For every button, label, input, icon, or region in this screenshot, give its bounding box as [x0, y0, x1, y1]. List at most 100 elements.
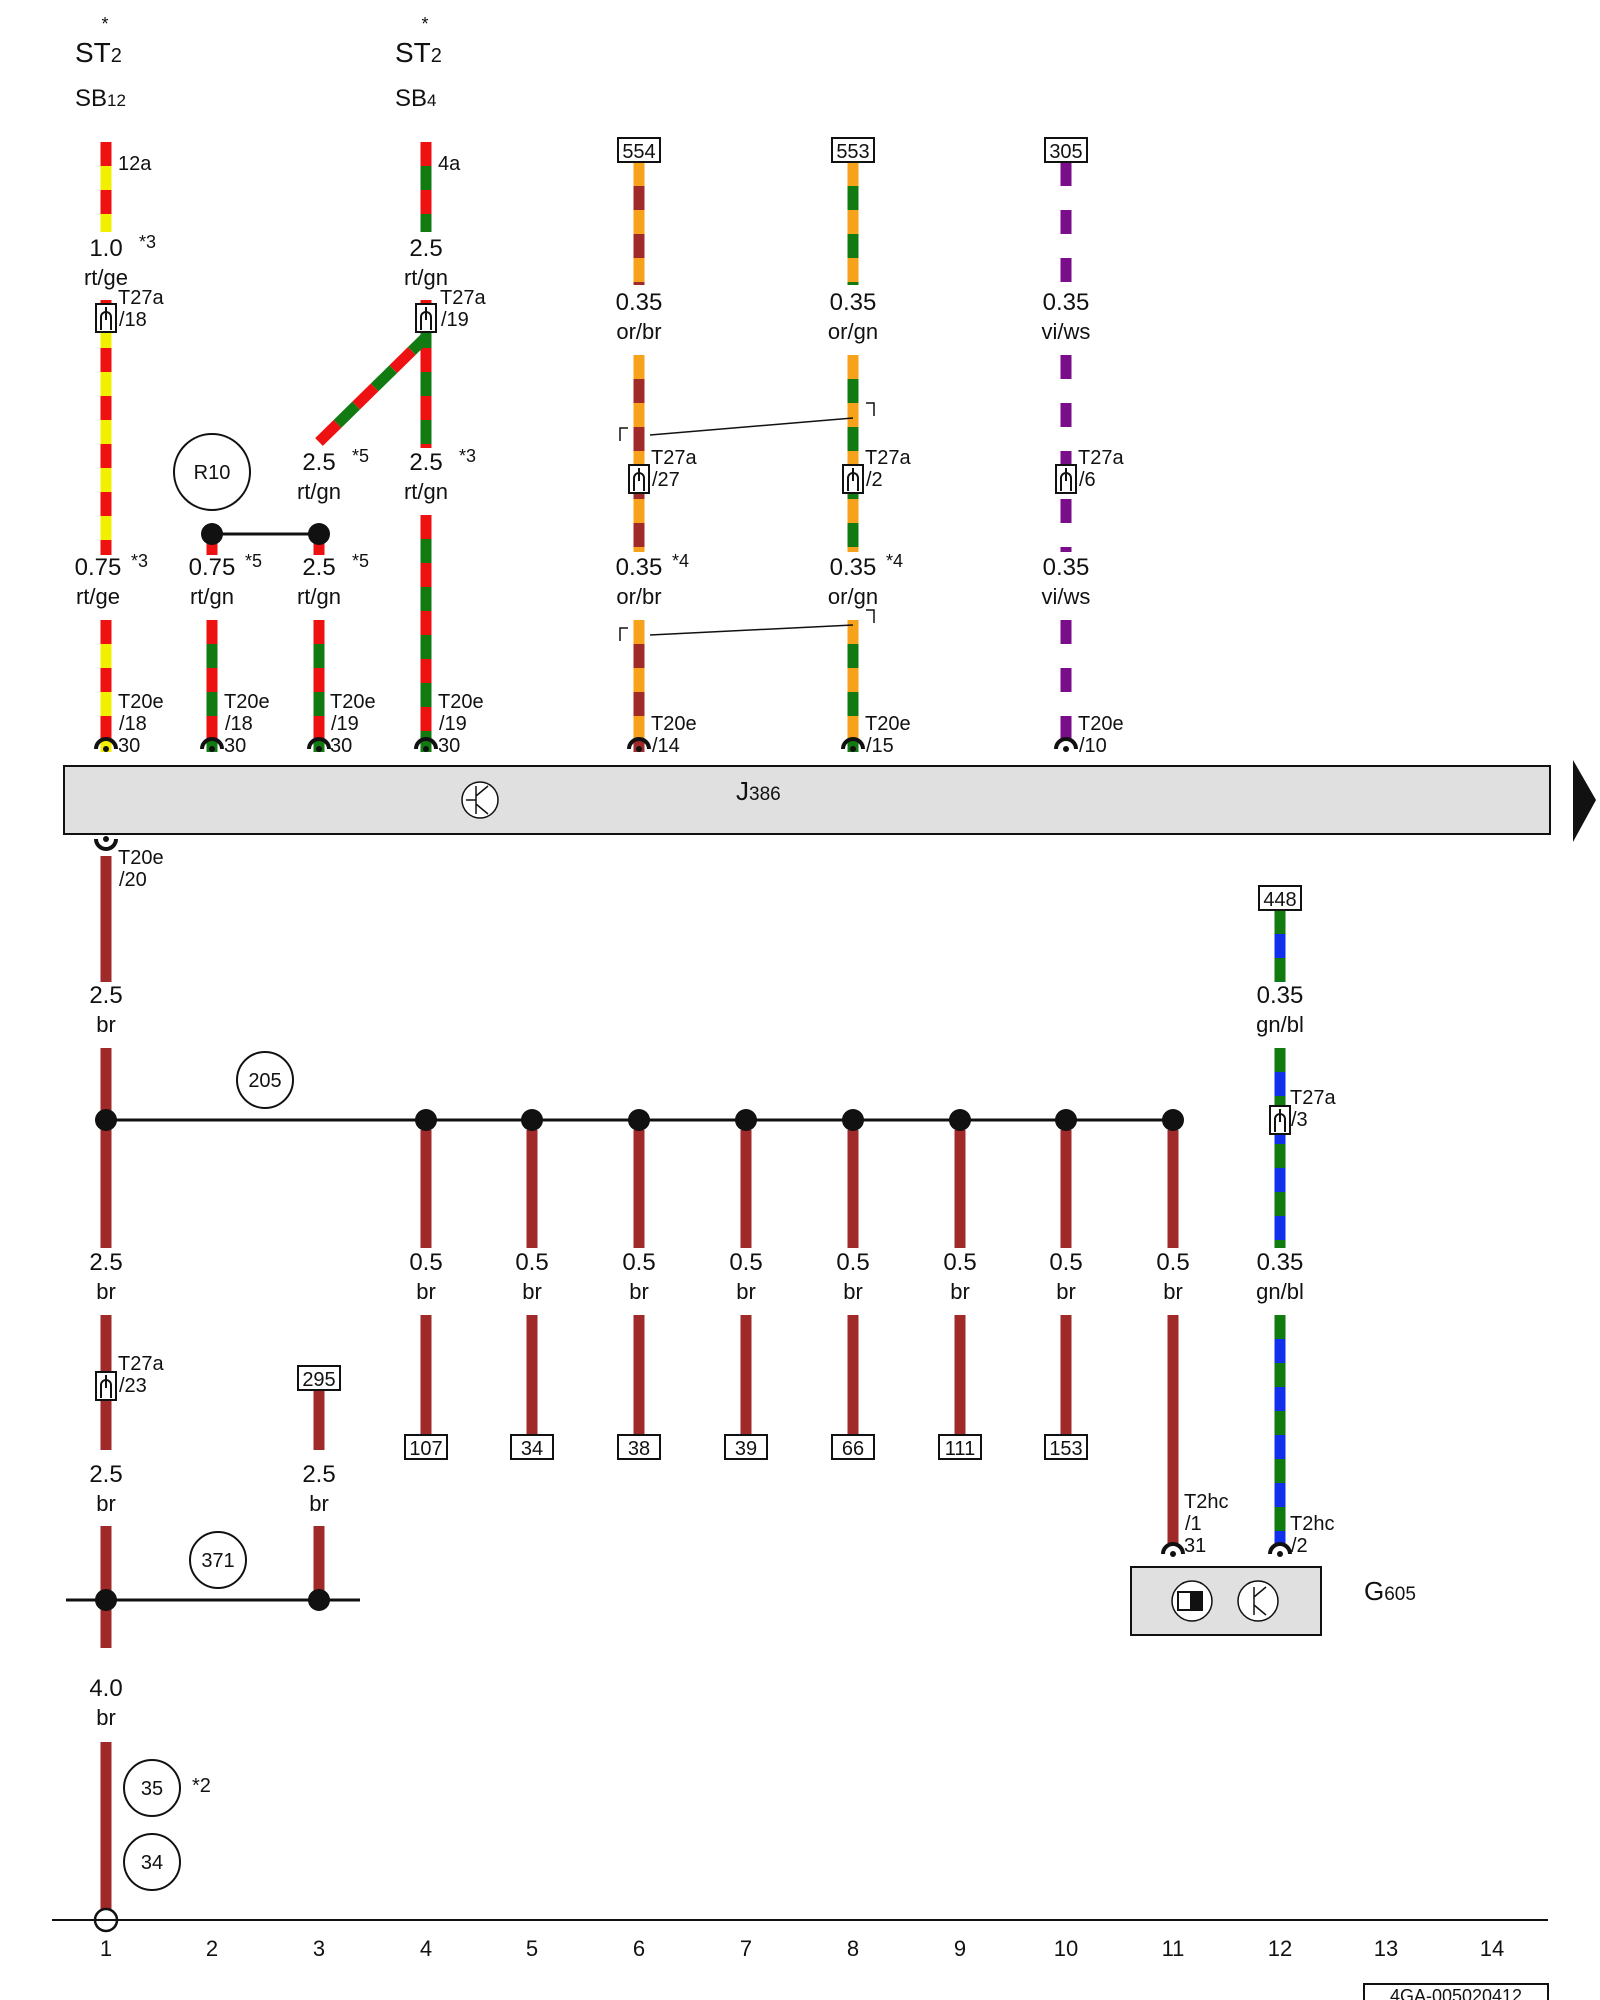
- scale-number-3: 3: [313, 1936, 325, 1961]
- dot-205-0: [415, 1109, 437, 1131]
- wl-br05-3-color: br: [736, 1279, 756, 1304]
- wl-gnd-4-size: 4.0: [89, 1675, 122, 1702]
- wl-c3-gnd-size: 2.5: [302, 1461, 335, 1488]
- ref-107-box: [404, 1434, 448, 1460]
- c-sig-2-name: T27a: [1078, 447, 1124, 469]
- wl-sig-mid-0-note: *4: [672, 551, 689, 571]
- ref-305-box: [1044, 137, 1088, 163]
- wl-sig-top-1-size: 0.35: [830, 289, 877, 316]
- scale-number-8: 8: [847, 1936, 859, 1961]
- wl-br05-4-size: 0.5: [836, 1249, 869, 1276]
- circle-r10-circle: [173, 433, 251, 511]
- wl-c3-top-note: *5: [352, 446, 369, 466]
- wl-c4-mid-note: *3: [459, 446, 476, 466]
- ref-34-label: 34: [521, 1438, 543, 1460]
- pin-sig-2-pt: [1063, 746, 1069, 752]
- wl-c2-color: rt/gn: [190, 584, 234, 609]
- pin-c3-arc: [307, 737, 331, 750]
- wl-br05-3-size: 0.5: [729, 1249, 762, 1276]
- ref-38-box: [617, 1434, 661, 1460]
- wl-c1-mid-color: rt/ge: [76, 584, 120, 609]
- c-t2hc-1-pin: /1: [1185, 1513, 1202, 1535]
- twist-corner-b: [866, 402, 875, 416]
- wl-sig-top-2-size: 0.35: [1043, 289, 1090, 316]
- ref-38-label: 38: [628, 1438, 650, 1460]
- twist-line: [649, 417, 854, 436]
- wl-sig-top-0-size: 0.35: [616, 289, 663, 316]
- ref-553-label: 553: [836, 141, 869, 163]
- wl-c4-top-color: rt/gn: [404, 265, 448, 290]
- wl-c12-mid-color: gn/bl: [1256, 1279, 1304, 1304]
- circle-r10-label: R10: [194, 462, 231, 484]
- twist-corner-b: [866, 609, 875, 623]
- c-sig-t20e-1-pin: /15: [866, 735, 894, 757]
- pin-gnd-j386-pt: [103, 836, 109, 842]
- pin-c4-pt: [423, 746, 429, 752]
- c-t2hc-1-name: T2hc: [1184, 1491, 1228, 1513]
- wl-sig-mid-1-color: or/gn: [828, 584, 878, 609]
- scale-number-1: 1: [100, 1936, 112, 1961]
- pin-t2hc-1-arc: [1161, 1542, 1185, 1555]
- c-t20e-1-term: 30: [118, 735, 140, 757]
- scale-number-9: 9: [954, 1936, 966, 1961]
- pin-sig-1-pt: [850, 746, 856, 752]
- scale-number-6: 6: [633, 1936, 645, 1961]
- ref-66-box: [831, 1434, 875, 1460]
- wl-c3-size: 2.5: [302, 554, 335, 581]
- wl-br05-6-size: 0.5: [1049, 1249, 1082, 1276]
- sensor-b-e: [1253, 1604, 1267, 1616]
- twist-line: [649, 624, 854, 636]
- ref-305-label: 305: [1049, 141, 1082, 163]
- c-t20e-3-name: T20e: [330, 691, 376, 713]
- circle-205-circle: [236, 1051, 294, 1109]
- c-t20e-2-name: T20e: [224, 691, 270, 713]
- c-t2hc-2-pin: /2: [1291, 1535, 1308, 1557]
- wl-sig-mid-1-note: *4: [886, 551, 903, 571]
- dot-205-4: [842, 1109, 864, 1131]
- wl-sig-top-1-color: or/gn: [828, 319, 878, 344]
- wl-c3-note: *5: [352, 551, 369, 571]
- sensor-g605: [1130, 1566, 1322, 1636]
- st2-sb12-st: ST2: [75, 37, 122, 68]
- terminal-12a: 12a: [118, 153, 152, 175]
- c-sig-0-pin: /27: [652, 469, 680, 491]
- c-t20e-2-term: 30: [224, 735, 246, 757]
- scale-number-7: 7: [740, 1936, 752, 1961]
- circle-371-circle: [189, 1531, 247, 1589]
- wl-sig-mid-1-size: 0.35: [830, 554, 877, 581]
- sensor-symbol-b: [1237, 1580, 1279, 1622]
- pin-gnd-j386-arc: [94, 838, 118, 851]
- wl-sig-mid-0-size: 0.35: [616, 554, 663, 581]
- ref-295-box: [297, 1365, 341, 1391]
- c-sig-t20e-2-name: T20e: [1078, 713, 1124, 735]
- c-sig-t20e-1-name: T20e: [865, 713, 911, 735]
- scale-number-10: 10: [1054, 1936, 1078, 1961]
- wl-c12-top-color: gn/bl: [1256, 1012, 1304, 1037]
- wl-c4-mid-size: 2.5: [409, 449, 442, 476]
- ref-448-label: 448: [1263, 889, 1296, 911]
- ref-153-box: [1044, 1434, 1088, 1460]
- c-t27a-18-name: T27a: [118, 287, 164, 309]
- c-t27a-19-pin: /19: [441, 309, 469, 331]
- wl-c2-note: *5: [245, 551, 262, 571]
- c-sig-t20e-2-pin: /10: [1079, 735, 1107, 757]
- c-t20e-1-pin: /18: [119, 713, 147, 735]
- wl-c12-top-size: 0.35: [1257, 982, 1304, 1009]
- wl-c3-top-size: 2.5: [302, 449, 335, 476]
- wl-c4-mid-color: rt/gn: [404, 479, 448, 504]
- c-t20e-3-term: 30: [330, 735, 352, 757]
- scale-number-12: 12: [1268, 1936, 1292, 1961]
- wl-gnd-2-color: br: [96, 1279, 116, 1304]
- ref-295-label: 295: [302, 1369, 335, 1391]
- twist-corner-a: [619, 427, 628, 441]
- pin-c3-pt: [316, 746, 322, 752]
- wl-sig-mid-2-color: vi/ws: [1042, 584, 1091, 609]
- c-sig-t20e-0-name: T20e: [651, 713, 697, 735]
- wl-br05-5-size: 0.5: [943, 1249, 976, 1276]
- ref-39-label: 39: [735, 1438, 757, 1460]
- label-j386: J386: [736, 776, 781, 806]
- continue-arrow: [1573, 760, 1596, 842]
- note-35: *2: [192, 1775, 211, 1797]
